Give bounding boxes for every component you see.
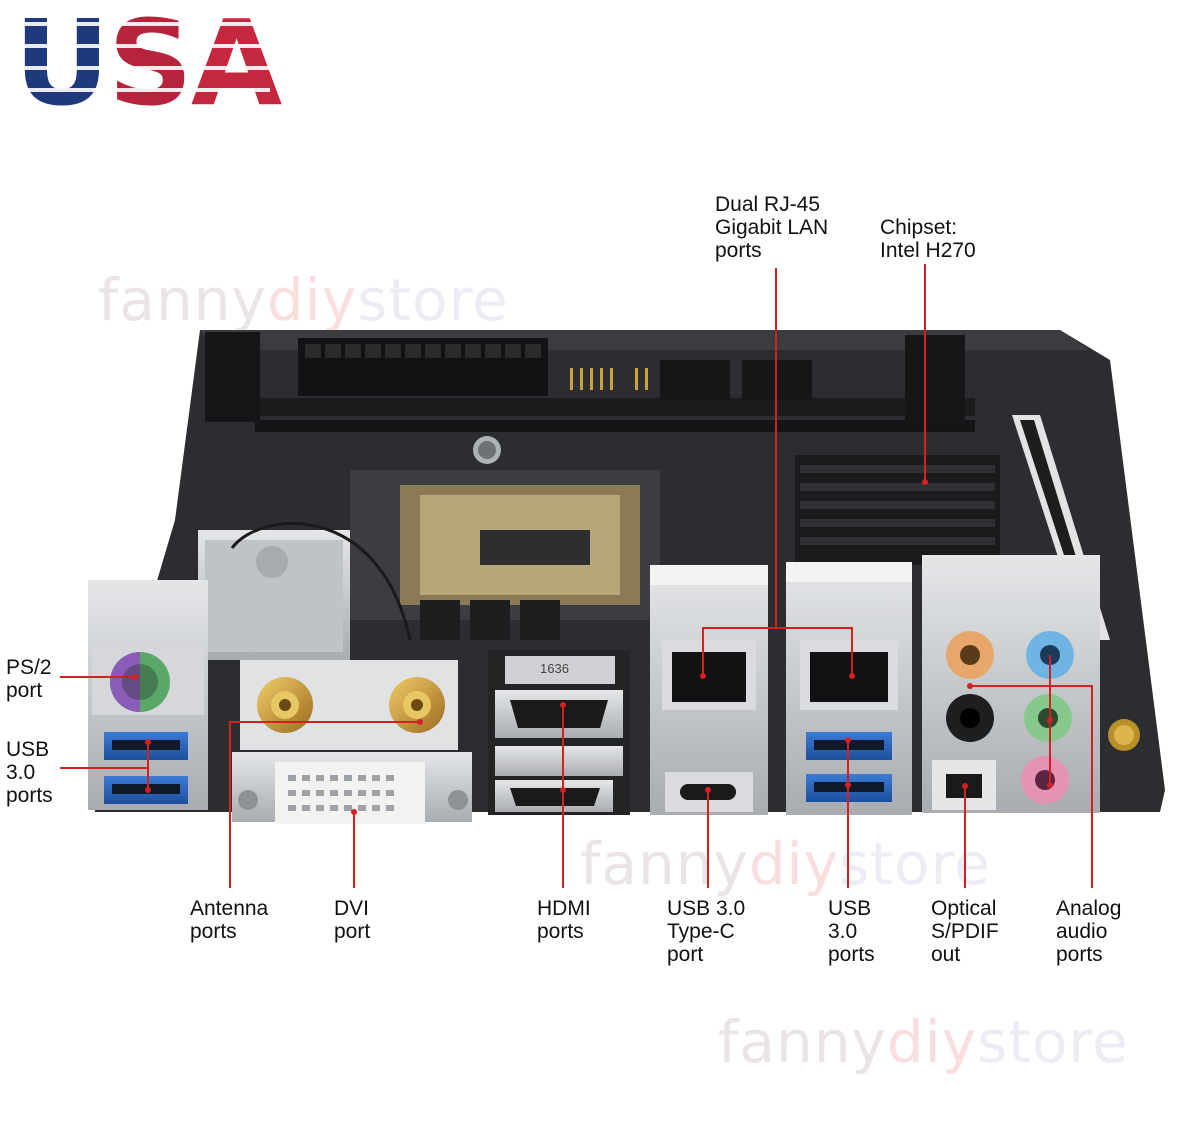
logo-stripes [20, 22, 270, 92]
wifi-module [198, 522, 412, 660]
io-lan-usbc-block [650, 565, 768, 815]
io-hdmi-block [488, 650, 630, 815]
label-text: Chipset:Intel H270 [880, 216, 976, 262]
watermark-top: fannydiystore [98, 266, 509, 334]
io-antenna-dvi-block [232, 660, 472, 824]
io-audio-block [922, 555, 1100, 813]
callout-lines [60, 264, 1093, 888]
callout-dots [132, 479, 1053, 815]
label-chipset: Chipset:Intel H270 [880, 216, 976, 262]
watermark-bottom: fannydiystore [718, 1008, 1129, 1076]
hdmi-chip-print: 1636 [540, 661, 569, 676]
